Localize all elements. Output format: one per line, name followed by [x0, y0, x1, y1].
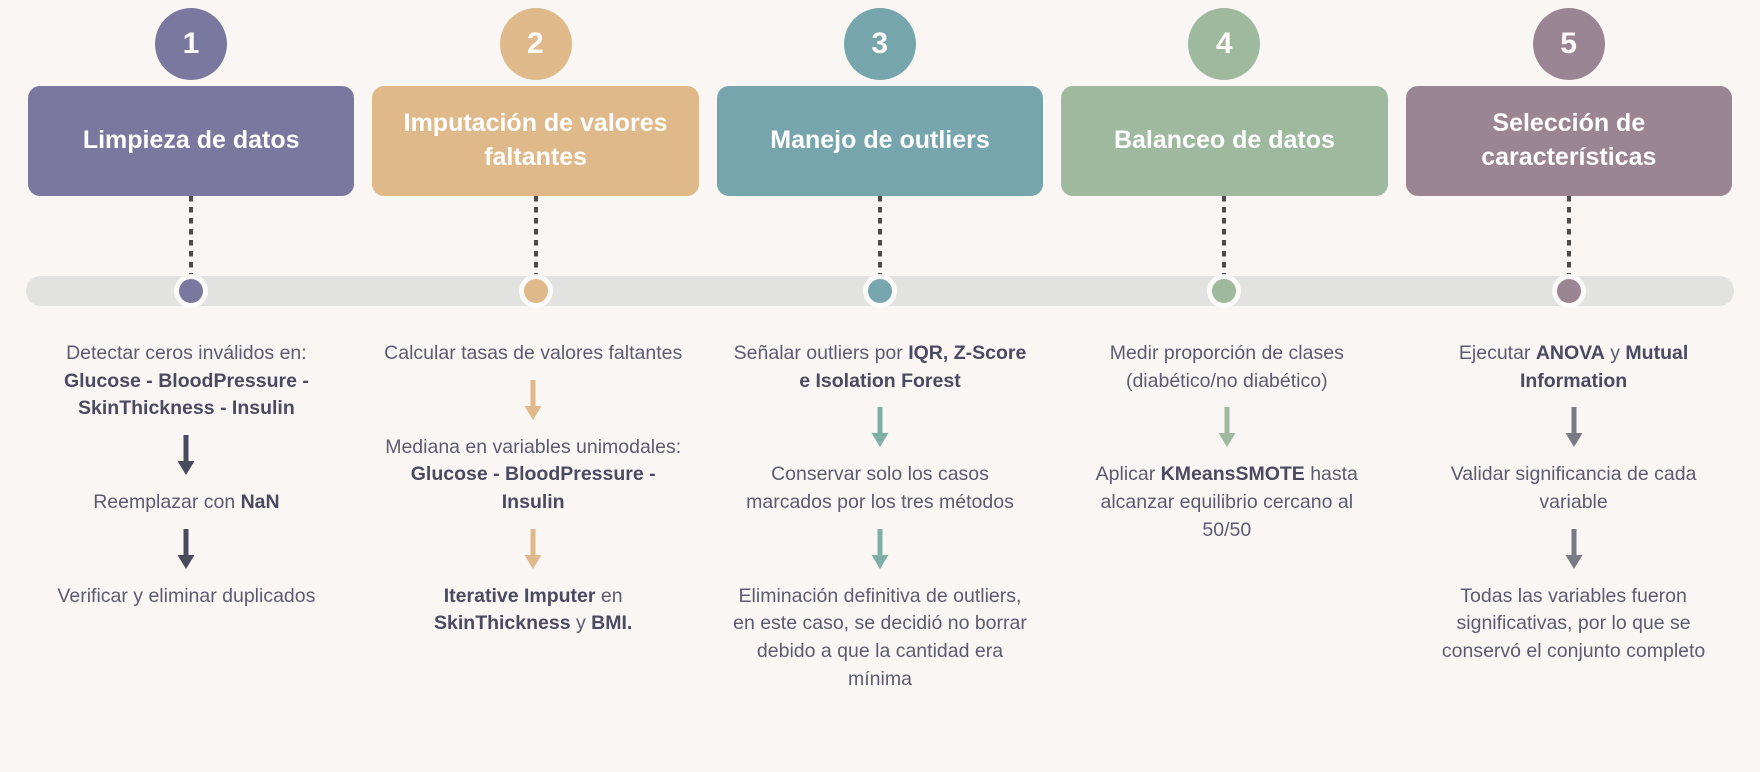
detail-text: Todas las variables fueron significativa… — [1424, 583, 1724, 666]
detail-plain: Todas las variables fueron significativa… — [1441, 584, 1706, 663]
step-number: 1 — [182, 27, 200, 60]
detail-plain: en — [595, 584, 623, 607]
step-badge-1: 1 — [155, 8, 228, 80]
detail-column-4: Medir proporción de clases (diabético/no… — [1058, 326, 1395, 772]
arrow-down-icon — [869, 407, 891, 449]
arrow-down-icon — [1216, 407, 1238, 449]
step-title: Selección de características — [1481, 109, 1657, 171]
timeline-marker-dot — [179, 279, 204, 303]
timeline-marker-4[interactable] — [1207, 274, 1242, 308]
arrow-down-icon — [869, 528, 891, 571]
dotted-connector-5 — [1566, 196, 1571, 284]
timeline-marker-dot — [868, 279, 892, 303]
detail-plain: Eliminación definitiva de outliers, en e… — [733, 584, 1027, 690]
detail-text: Calcular tasas de valores faltantes — [384, 340, 682, 368]
step-card-3[interactable]: Manejo de outliers — [716, 86, 1044, 196]
dotted-connector-1 — [189, 196, 194, 284]
detail-plain: Validar significancia de cada variable — [1450, 463, 1697, 514]
arrow-down-icon — [175, 435, 197, 477]
detail-text: Ejecutar ANOVA y Mutual Information — [1424, 340, 1724, 395]
detail-text: Verificar y eliminar duplicados — [57, 583, 315, 611]
detail-text: Medir proporción de clases (diabético/no… — [1077, 340, 1377, 395]
detail-plain: Reemplazar con — [93, 491, 241, 514]
timeline-marker-5[interactable] — [1551, 274, 1586, 308]
timeline-marker-2[interactable] — [518, 274, 553, 308]
arrow-down-icon — [522, 379, 544, 422]
detail-text: Conservar solo los casos marcados por lo… — [730, 461, 1030, 516]
step-title: Imputación de valores faltantes — [403, 109, 668, 171]
detail-text: Reemplazar con NaN — [93, 489, 279, 517]
detail-text: Validar significancia de cada variable — [1424, 461, 1724, 516]
step-title: Manejo de outliers — [770, 126, 990, 155]
detail-plain: Aplicar — [1095, 463, 1161, 486]
step-badge-2: 2 — [499, 8, 572, 80]
arrow-down-icon — [175, 528, 197, 571]
arrow-down-icon — [522, 528, 544, 571]
detail-plain: Detectar ceros inválidos en: — [66, 342, 307, 364]
dotted-connector-4 — [1222, 196, 1227, 284]
detail-plain: Conservar solo los casos marcados por lo… — [746, 463, 1014, 514]
detail-emphasis: Glucose - BloodPressure - SkinThickness … — [63, 369, 309, 420]
detail-text: Señalar outliers por IQR, Z-Score e Isol… — [730, 340, 1030, 395]
detail-emphasis: IQR, Z-Score e Isolation Forest — [799, 342, 1027, 392]
detail-plain: Señalar outliers por — [733, 342, 909, 364]
detail-text: Detectar ceros inválidos en: Glucose - B… — [36, 340, 336, 423]
step-badge-4: 4 — [1188, 8, 1261, 80]
timeline-marker-3[interactable] — [863, 274, 897, 308]
detail-emphasis: BMI. — [591, 612, 633, 635]
dotted-connector-3 — [878, 196, 883, 284]
step-card-1[interactable]: Limpieza de datos — [28, 86, 355, 196]
detail-plain: y — [570, 612, 592, 635]
detail-plain: Medir proporción de clases (diabético/no… — [1109, 342, 1344, 392]
detail-emphasis: ANOVA — [1535, 342, 1605, 364]
step-card-2[interactable]: Imputación de valores faltantes — [372, 86, 699, 196]
timeline-marker-dot — [523, 279, 548, 303]
step-title: Limpieza de datos — [82, 126, 300, 155]
step-badge-5: 5 — [1532, 8, 1605, 80]
timeline-marker-dot — [1556, 279, 1581, 303]
step-number: 2 — [527, 27, 545, 60]
step-number: 5 — [1560, 27, 1578, 60]
detail-plain: Verificar y eliminar duplicados — [57, 584, 316, 607]
detail-emphasis: KMeansSMOTE — [1160, 463, 1305, 486]
arrow-down-icon — [1563, 528, 1585, 571]
detail-emphasis: Iterative Imputer — [443, 584, 596, 607]
arrow-down-icon — [1563, 407, 1585, 449]
detail-plain: Mediana en variables unimodales: — [385, 435, 682, 458]
detail-plain: Ejecutar — [1458, 342, 1536, 364]
detail-emphasis: Glucose - BloodPressure - Insulin — [410, 463, 656, 514]
detail-text: Iterative Imputer en SkinThickness y BMI… — [383, 583, 683, 638]
step-card-5[interactable]: Selección de características — [1405, 86, 1733, 196]
detail-plain: Calcular tasas de valores faltantes — [384, 342, 683, 364]
dotted-connector-2 — [533, 196, 538, 284]
detail-text: Eliminación definitiva de outliers, en e… — [730, 583, 1030, 694]
detail-plain: y — [1604, 342, 1626, 364]
detail-emphasis: Mutual Information — [1519, 342, 1689, 392]
step-card-4[interactable]: Balanceo de datos — [1061, 86, 1388, 196]
detail-emphasis: NaN — [240, 491, 280, 514]
timeline-marker-dot — [1212, 279, 1237, 303]
content-row: Detectar ceros inválidos en: Glucose - B… — [0, 326, 1760, 772]
detail-column-1: Detectar ceros inválidos en: Glucose - B… — [18, 326, 355, 772]
step-title: Balanceo de datos — [1113, 126, 1335, 155]
detail-text: Mediana en variables unimodales: Glucose… — [383, 434, 683, 517]
detail-column-3: Señalar outliers por IQR, Z-Score e Isol… — [712, 326, 1049, 772]
detail-plain: hasta alcanzar equilibrio cercano al 50/… — [1100, 463, 1358, 541]
step-number: 3 — [871, 27, 889, 60]
detail-emphasis: SkinThickness — [434, 612, 571, 635]
detail-text: Aplicar KMeansSMOTE hasta alcanzar equil… — [1077, 461, 1377, 544]
timeline-marker-1[interactable] — [174, 274, 209, 308]
step-badge-3: 3 — [844, 8, 917, 80]
step-number: 4 — [1215, 27, 1234, 60]
